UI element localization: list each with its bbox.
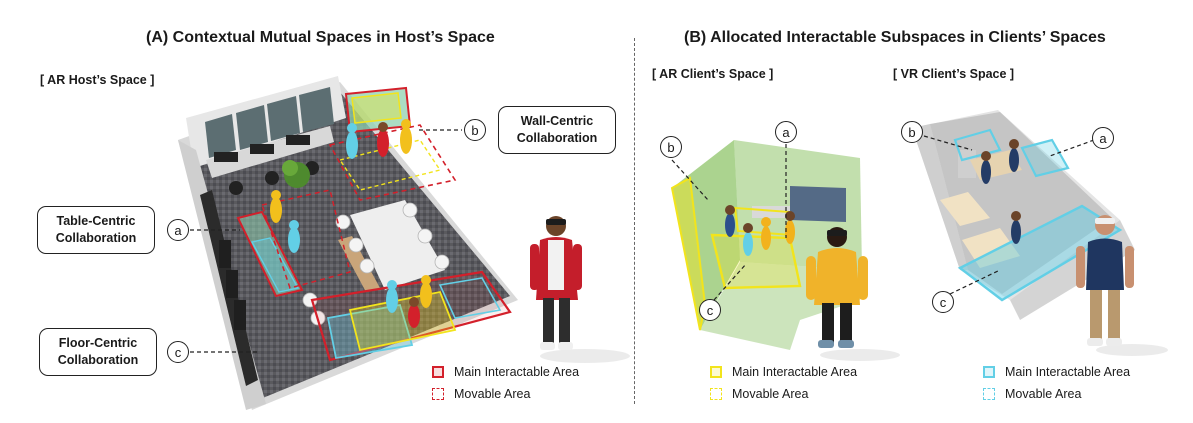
vr-legend-movable-label: Movable Area bbox=[1005, 387, 1082, 401]
ar-legend-main: Main Interactable Area bbox=[710, 365, 857, 379]
vr-movable-area-swatch bbox=[983, 388, 995, 400]
vr-marker-c: c bbox=[932, 291, 954, 313]
panel-b-title: (B) Allocated Interactable Subspaces in … bbox=[684, 29, 1106, 46]
panel-divider bbox=[634, 38, 635, 404]
host-marker-b: b bbox=[464, 119, 486, 141]
vr-marker-a: a bbox=[1092, 127, 1114, 149]
wall-centric-callout: Wall-Centric Collaboration bbox=[498, 106, 616, 154]
host-legend-main-label: Main Interactable Area bbox=[454, 365, 580, 379]
ar-marker-c: c bbox=[699, 299, 721, 321]
ar-marker-b: b bbox=[660, 136, 682, 158]
host-legend-movable: Movable Area bbox=[432, 387, 530, 401]
panel-a-title: (A) Contextual Mutual Spaces in Host’s S… bbox=[146, 29, 495, 46]
host-room-illustration bbox=[178, 76, 630, 410]
vr-legend-movable: Movable Area bbox=[983, 387, 1081, 401]
ar-movable-area-swatch bbox=[710, 388, 722, 400]
host-movable-area-swatch bbox=[432, 388, 444, 400]
ar-client-user-figure bbox=[806, 227, 900, 361]
table-centric-callout: Table-Centric Collaboration bbox=[37, 206, 155, 254]
vr-main-area-swatch bbox=[983, 366, 995, 378]
host-marker-c: c bbox=[167, 341, 189, 363]
ar-legend-movable: Movable Area bbox=[710, 387, 808, 401]
vr-client-user-figure bbox=[1076, 215, 1168, 356]
vr-marker-b: b bbox=[901, 121, 923, 143]
host-legend-movable-label: Movable Area bbox=[454, 387, 531, 401]
host-marker-a: a bbox=[167, 219, 189, 241]
ar-main-area-swatch bbox=[710, 366, 722, 378]
host-user-figure bbox=[530, 216, 630, 363]
host-main-area-swatch bbox=[432, 366, 444, 378]
ar-legend-movable-label: Movable Area bbox=[732, 387, 809, 401]
host-space-label: [ AR Host’s Space ] bbox=[40, 73, 155, 87]
host-avatars bbox=[270, 119, 432, 328]
host-legend-main: Main Interactable Area bbox=[432, 365, 579, 379]
ar-legend-main-label: Main Interactable Area bbox=[732, 365, 858, 379]
ar-marker-a: a bbox=[775, 121, 797, 143]
ar-client-space-label: [ AR Client’s Space ] bbox=[652, 67, 774, 81]
floor-centric-callout: Floor-Centric Collaboration bbox=[39, 328, 157, 376]
vr-legend-main-label: Main Interactable Area bbox=[1005, 365, 1131, 379]
vr-client-space-label: [ VR Client’s Space ] bbox=[893, 67, 1015, 81]
vr-legend-main: Main Interactable Area bbox=[983, 365, 1130, 379]
leader-lines bbox=[190, 129, 1095, 353]
